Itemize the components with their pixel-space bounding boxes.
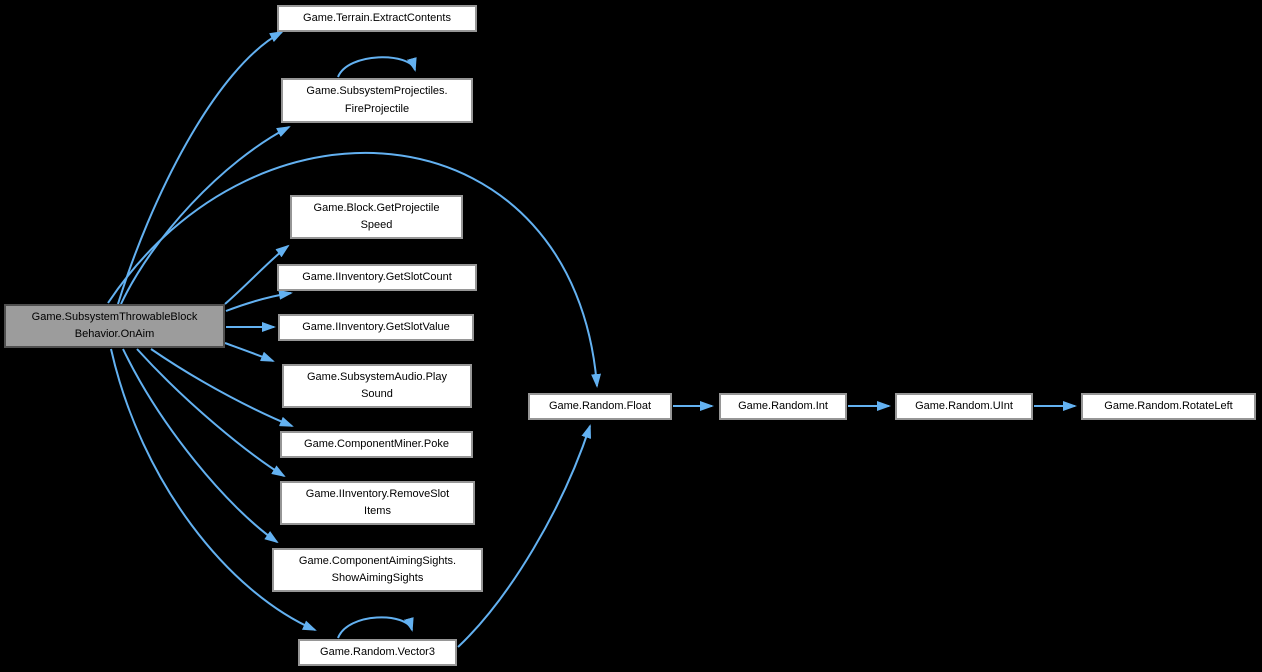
node-game-iinventory-removeslotitems[interactable]: Game.IInventory.RemoveSlot Items xyxy=(280,481,475,525)
node-label: Game.Random.Int xyxy=(738,399,828,412)
node-game-iinventory-getslotcount[interactable]: Game.IInventory.GetSlotCount xyxy=(277,264,477,291)
node-label: Game.Block.GetProjectile xyxy=(313,201,440,214)
edge-onaim-to-vector3 xyxy=(110,348,317,631)
node-label: Behavior.OnAim xyxy=(74,328,155,340)
edge-onaim-to-extractcontents xyxy=(117,31,284,305)
node-label: FireProjectile xyxy=(344,102,410,115)
node-label: Game.SubsystemProjectiles. xyxy=(306,85,448,98)
node-game-iinventory-getslotvalue[interactable]: Game.IInventory.GetSlotValue xyxy=(278,314,474,341)
node-label: Game.IInventory.GetSlotCount xyxy=(302,270,452,283)
node-label: Game.SubsystemThrowableBlock xyxy=(31,310,198,323)
node-game-random-float[interactable]: Game.Random.Float xyxy=(528,393,672,420)
edge-vector3-self-loop xyxy=(337,616,414,639)
edge-onaim-to-playsound xyxy=(224,342,275,362)
edge-onaim-to-getprojectilespeed xyxy=(224,244,290,305)
node-game-random-vector3[interactable]: Game.Random.Vector3 xyxy=(298,639,457,666)
node-game-block-getprojectilespeed[interactable]: Game.Block.GetProjectile Speed xyxy=(290,195,463,239)
node-label: Sound xyxy=(361,388,393,400)
node-game-random-rotateleft[interactable]: Game.Random.RotateLeft xyxy=(1081,393,1256,420)
edge-onaim-to-poke xyxy=(150,348,294,427)
node-label: ShowAimingSights xyxy=(331,572,424,584)
node-game-random-int[interactable]: Game.Random.Int xyxy=(719,393,847,420)
edge-onaim-to-getslotcount xyxy=(225,289,293,312)
edge-onaim-to-showaimingsights xyxy=(122,348,279,544)
node-game-componentaimingsights-showaimingsights[interactable]: Game.ComponentAimingSights. ShowAimingSi… xyxy=(272,548,483,592)
node-game-subsystemprojectiles-fireprojectile[interactable]: Game.SubsystemProjectiles. FireProjectil… xyxy=(281,78,473,123)
node-label: Game.SubsystemAudio.Play xyxy=(306,370,447,383)
node-label: Game.Terrain.ExtractContents xyxy=(303,11,451,24)
node-label: Game.ComponentMiner.Poke xyxy=(304,437,449,450)
node-game-componentminer-poke[interactable]: Game.ComponentMiner.Poke xyxy=(280,431,473,458)
edge-onaim-to-fireprojectile xyxy=(120,126,291,305)
node-label: Game.Random.UInt xyxy=(915,399,1013,412)
edge-onaim-to-randomfloat xyxy=(107,151,602,388)
node-game-terrain-extractcontents[interactable]: Game.Terrain.ExtractContents xyxy=(277,5,477,32)
edge-fireprojectile-self-loop xyxy=(337,56,417,78)
node-label: Game.IInventory.RemoveSlot xyxy=(305,487,450,500)
node-label: Game.IInventory.GetSlotValue xyxy=(302,320,450,333)
node-label: Items xyxy=(364,505,391,517)
edge-vector3-to-randomfloat xyxy=(457,424,591,648)
node-label: Game.Random.Vector3 xyxy=(320,645,435,658)
node-label: Game.Random.RotateLeft xyxy=(1104,399,1233,412)
node-game-random-uint[interactable]: Game.Random.UInt xyxy=(895,393,1033,420)
edge-onaim-to-removeslotitems xyxy=(136,348,286,478)
node-game-subsystemthrowableblockbehavior-onaim: Game.SubsystemThrowableBlock Behavior.On… xyxy=(4,304,225,348)
node-label: Speed xyxy=(360,219,393,231)
node-label: Game.ComponentAimingSights. xyxy=(298,554,457,567)
node-label: Game.Random.Float xyxy=(548,399,652,412)
node-game-subsystemaudio-playsound[interactable]: Game.SubsystemAudio.Play Sound xyxy=(282,364,472,408)
